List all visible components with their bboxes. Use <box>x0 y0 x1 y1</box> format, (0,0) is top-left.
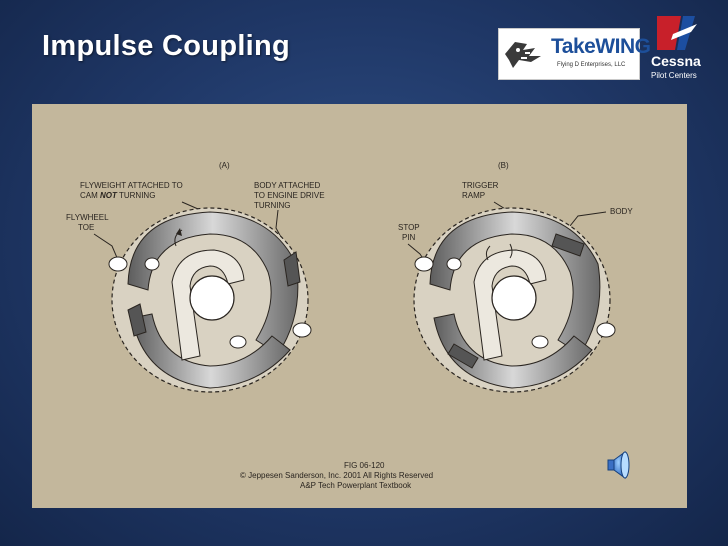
label-body-b: BODY <box>610 207 633 216</box>
cessna-logo: Cessna Pilot Centers <box>647 10 713 86</box>
caption-fig: FIG 06-120 <box>344 461 385 470</box>
panel-b-tag: (B) <box>498 161 509 170</box>
cessna-emblem-icon <box>657 16 697 50</box>
label-flywheel-line1: FLYWHEEL <box>66 213 109 222</box>
label-trigger-line2: RAMP <box>462 191 485 200</box>
coupling-a <box>108 207 312 393</box>
label-flyweight-line1: FLYWEIGHT ATTACHED TO <box>80 181 183 190</box>
label-flywheel-line2: TOE <box>78 223 94 232</box>
caption-source: A&P Tech Powerplant Textbook <box>300 481 412 490</box>
cessna-name: Cessna <box>651 53 701 69</box>
cessna-subtitle: Pilot Centers <box>651 71 697 80</box>
takewing-name: TakeWING <box>551 35 651 58</box>
takewing-subtitle: Flying D Enterprises, LLC <box>557 62 626 68</box>
label-stop-line1: STOP <box>398 223 420 232</box>
coupling-b <box>413 207 616 393</box>
label-flyweight-line2: CAM NOT TURNING <box>80 191 155 200</box>
leader-toe <box>93 233 119 261</box>
panel-a-tag: (A) <box>219 161 230 170</box>
speaker-icon[interactable] <box>603 448 637 482</box>
slide-title: Impulse Coupling <box>42 30 291 62</box>
coupling-diagram: (A) FLYWEIGHT ATTACHED TO CAM NOT TURNIN… <box>66 161 633 490</box>
label-body-line3: TURNING <box>254 201 290 210</box>
label-trigger-line1: TRIGGER <box>462 181 499 190</box>
impulse-coupling-figure: (A) FLYWEIGHT ATTACHED TO CAM NOT TURNIN… <box>32 104 687 508</box>
takewing-bird-icon <box>505 42 541 68</box>
label-body-line2: TO ENGINE DRIVE <box>254 191 325 200</box>
takewing-logo: TakeWING Flying D Enterprises, LLC <box>498 28 651 80</box>
label-stop-line2: PIN <box>402 233 416 242</box>
label-body-line1: BODY ATTACHED <box>254 181 320 190</box>
caption-copyright: © Jeppesen Sanderson, Inc. 2001 All Righ… <box>240 471 433 480</box>
